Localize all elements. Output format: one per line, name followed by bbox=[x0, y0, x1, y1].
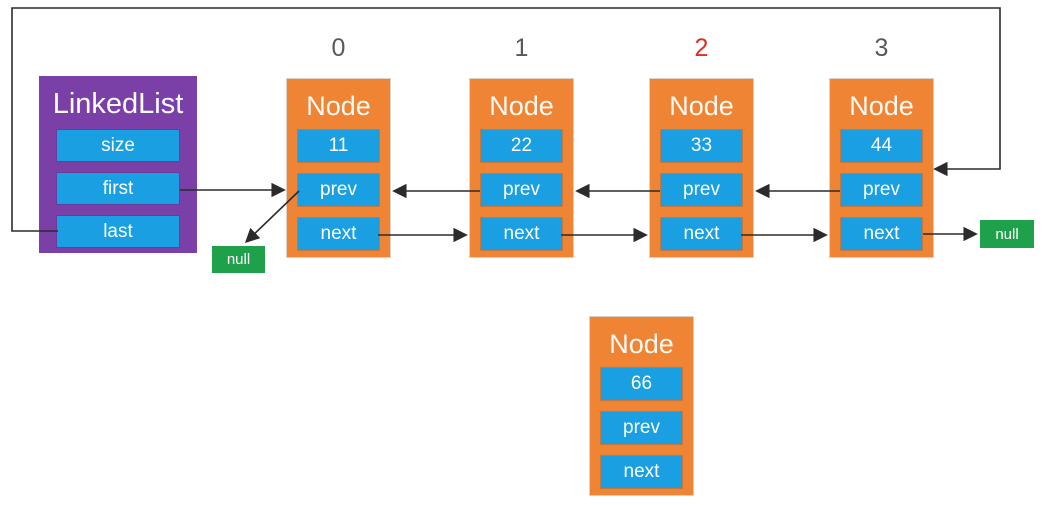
linkedlist-box: LinkedList size first last bbox=[39, 76, 197, 253]
node-1-value: 22 bbox=[481, 130, 562, 162]
linkedlist-field-last: last bbox=[57, 216, 179, 247]
node-3-next-field: next bbox=[841, 218, 922, 250]
node-2-title: Node bbox=[669, 91, 734, 121]
linkedlist-field-size: size bbox=[57, 130, 179, 161]
null-box-head-prev: null bbox=[212, 246, 265, 273]
node-0-prev-field: prev bbox=[298, 174, 379, 206]
detached-node-prev-field: prev bbox=[601, 412, 682, 444]
node-1-prev-field: prev bbox=[481, 174, 562, 206]
linkedlist-field-first: first bbox=[57, 173, 179, 204]
null-box-tail-next: null bbox=[980, 220, 1034, 248]
node-2-value: 33 bbox=[661, 130, 742, 162]
detached-node-value: 66 bbox=[601, 368, 682, 400]
index-label-2: 2 bbox=[694, 34, 709, 62]
detached-node-title: Node bbox=[609, 329, 674, 359]
node-2-next-field: next bbox=[661, 218, 742, 250]
node-0-next-field: next bbox=[298, 218, 379, 250]
index-label-0: 0 bbox=[331, 34, 346, 62]
detached-node-next-field: next bbox=[601, 456, 682, 488]
index-label-1: 1 bbox=[514, 34, 529, 62]
node-box-3: Node 44 prev next bbox=[830, 79, 933, 257]
node-box-0: Node 11 prev next bbox=[287, 79, 390, 257]
detached-node-box: Node 66 prev next bbox=[590, 317, 693, 495]
node-3-value: 44 bbox=[841, 130, 922, 162]
node-1-next-field: next bbox=[481, 218, 562, 250]
node-0-title: Node bbox=[306, 91, 371, 121]
node-3-title: Node bbox=[849, 91, 914, 121]
linkedlist-title: LinkedList bbox=[52, 88, 184, 120]
node-3-prev-field: prev bbox=[841, 174, 922, 206]
node-box-2: Node 33 prev next bbox=[650, 79, 753, 257]
index-label-3: 3 bbox=[874, 34, 889, 62]
node-2-prev-field: prev bbox=[661, 174, 742, 206]
node-1-title: Node bbox=[489, 91, 554, 121]
node-box-1: Node 22 prev next bbox=[470, 79, 573, 257]
node-0-value: 11 bbox=[298, 130, 379, 162]
